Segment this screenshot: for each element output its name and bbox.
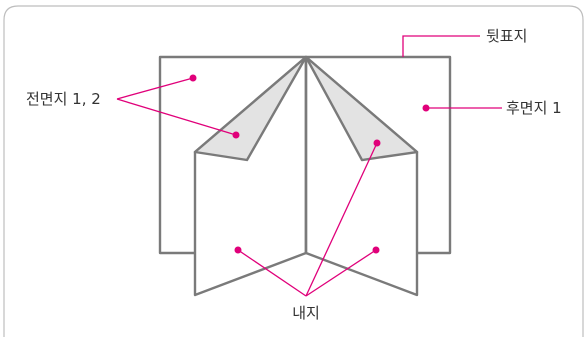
diagram-frame: [3, 5, 584, 337]
inner-pages-dot-right: [372, 246, 380, 254]
front-endpaper-leader-1: [116, 77, 194, 100]
front-endpaper-leader-2: [116, 98, 237, 136]
inner-pages-leader-3: [305, 142, 378, 297]
rear-endpaper-dot: [422, 104, 430, 112]
inner-pages-label: 내지: [292, 304, 320, 322]
back-cover-leader: [402, 35, 480, 57]
front-endpaper-flap: [193, 55, 308, 162]
inner-pages-dot-left: [234, 246, 242, 254]
inner-pages-leader-2: [305, 249, 377, 297]
front-endpaper-dot-1: [189, 74, 197, 82]
inner-pages-dot-flap: [373, 139, 381, 147]
front-endpaper-dot-2: [232, 131, 240, 139]
rear-endpaper-label: 후면지 1: [506, 99, 562, 117]
front-endpaper-label: 전면지 1, 2: [26, 90, 101, 108]
back-cover-label: 뒷표지: [486, 27, 527, 45]
inner-pages-leader-1: [237, 249, 307, 297]
rear-endpaper-flap: [304, 55, 419, 162]
